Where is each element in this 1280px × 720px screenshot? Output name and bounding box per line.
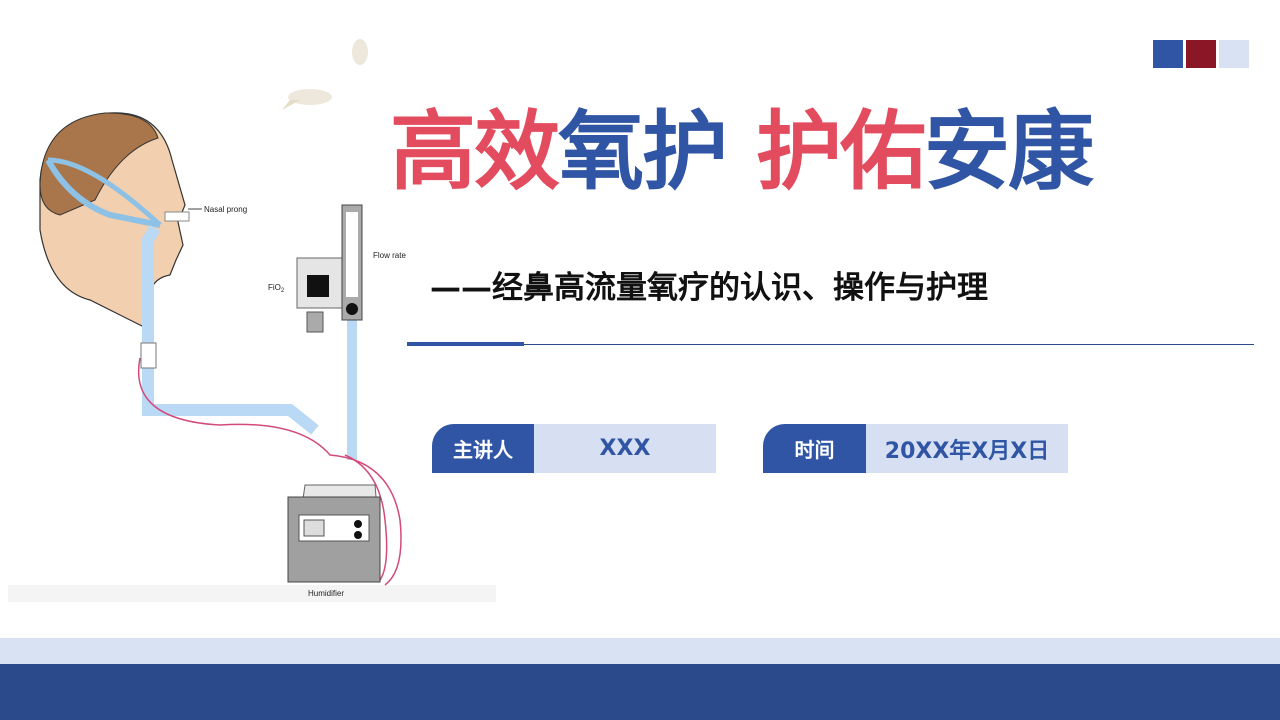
subtitle: ——经鼻高流量氧疗的认识、操作与护理 xyxy=(430,270,988,306)
deco-square-blue xyxy=(1153,40,1183,68)
deco-square-light xyxy=(1219,40,1249,68)
date-label: 时间 xyxy=(763,424,866,473)
divider-line xyxy=(524,344,1254,345)
patient-head xyxy=(39,112,190,332)
tubing xyxy=(137,224,402,586)
hfnc-illustration: Nasal prong Flow rate FiO2 Humidifier xyxy=(8,39,496,602)
label-flow-rate: Flow rate xyxy=(373,251,406,260)
fio2-blender xyxy=(296,257,343,333)
humidifier-device xyxy=(287,484,381,583)
page-title: 高效氧护护佑安康 xyxy=(390,92,1094,212)
bird-icons xyxy=(282,39,368,110)
title-part-1: 高效 xyxy=(390,102,560,202)
presenter-value: XXX xyxy=(534,424,716,473)
deco-square-red xyxy=(1186,40,1216,68)
label-nasal-prong: Nasal prong xyxy=(204,205,247,214)
divider-accent xyxy=(407,342,524,346)
title-part-4: 安康 xyxy=(924,102,1094,202)
date-value: 20XX年X月X日 xyxy=(866,424,1068,473)
presenter-label: 主讲人 xyxy=(432,424,534,473)
illustration-shadow xyxy=(8,585,496,602)
footer-band-dark xyxy=(0,664,1280,720)
label-fio2: FiO2 xyxy=(268,283,285,294)
title-part-3: 护佑 xyxy=(756,102,926,202)
footer-band-light xyxy=(0,638,1280,664)
title-part-2: 氧护 xyxy=(558,102,728,202)
label-humidifier: Humidifier xyxy=(308,589,344,598)
flowmeter xyxy=(341,204,363,321)
